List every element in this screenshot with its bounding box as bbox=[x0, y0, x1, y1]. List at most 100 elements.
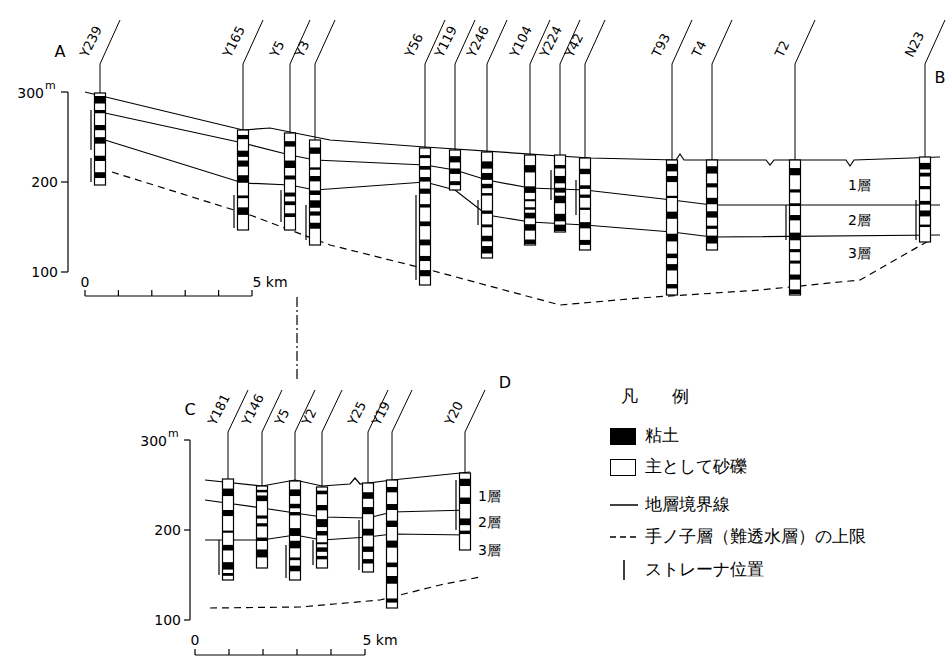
clay-band bbox=[667, 196, 678, 198]
clay-band bbox=[387, 504, 398, 510]
well-column bbox=[450, 150, 461, 190]
clay-band bbox=[223, 573, 234, 576]
clay-band bbox=[95, 137, 106, 144]
legend-dash-sample bbox=[610, 536, 638, 538]
strainer-mark bbox=[233, 195, 234, 228]
clay-band bbox=[290, 566, 301, 572]
scale-tick bbox=[251, 290, 252, 296]
layer-label: 3層 bbox=[478, 542, 501, 558]
clay-band bbox=[707, 236, 718, 244]
clay-band bbox=[555, 176, 566, 183]
legend-text: 地層境界線 bbox=[645, 495, 730, 515]
clay-band bbox=[257, 495, 268, 501]
scale-label: 5 km bbox=[252, 274, 287, 290]
well-leader bbox=[315, 20, 335, 140]
well-name: Y181 bbox=[206, 392, 234, 428]
clay-band bbox=[555, 188, 566, 193]
clay-band bbox=[790, 168, 801, 175]
clay-band bbox=[790, 233, 801, 241]
clay-band bbox=[317, 505, 328, 510]
scale-label: 0 bbox=[191, 632, 200, 648]
clay-band bbox=[285, 201, 296, 205]
clay-band bbox=[317, 491, 328, 495]
ground-surface bbox=[85, 92, 940, 166]
well-column bbox=[460, 473, 471, 550]
strainer-mark bbox=[550, 170, 551, 200]
well-column bbox=[790, 160, 801, 295]
clay-band bbox=[420, 270, 431, 276]
strainer-mark bbox=[785, 205, 786, 240]
scale-label: 0 bbox=[81, 274, 90, 290]
well-name: Y20 bbox=[443, 399, 467, 428]
ground-surface bbox=[205, 472, 470, 486]
strainer-mark bbox=[915, 200, 916, 240]
scale-tick bbox=[194, 649, 195, 655]
clay-band bbox=[223, 510, 234, 516]
clay-band bbox=[223, 531, 234, 533]
well-column bbox=[525, 155, 536, 245]
layer-label: 2層 bbox=[848, 212, 871, 228]
layer-label: 1層 bbox=[848, 177, 871, 193]
clay-band bbox=[363, 546, 374, 551]
layer-boundary bbox=[105, 113, 940, 205]
layer-label: 3層 bbox=[848, 245, 871, 261]
well-leader bbox=[712, 20, 732, 160]
clay-band bbox=[387, 541, 398, 548]
clay-band bbox=[790, 249, 801, 252]
clay-band bbox=[257, 538, 268, 541]
well-column bbox=[310, 140, 321, 245]
clay-band bbox=[420, 204, 431, 207]
strainer-mark bbox=[575, 180, 576, 215]
well-column bbox=[363, 483, 374, 572]
section-end-label: C bbox=[184, 401, 195, 419]
well-column bbox=[707, 160, 718, 250]
clay-band bbox=[285, 193, 296, 197]
axis-label: 200 bbox=[31, 174, 58, 190]
clay-band bbox=[420, 189, 431, 194]
well-name: Y19 bbox=[370, 399, 394, 428]
section-end-label: D bbox=[499, 374, 511, 392]
clay-band bbox=[525, 199, 536, 201]
clay-band bbox=[257, 549, 268, 557]
clay-band bbox=[482, 246, 493, 254]
clay-band bbox=[317, 542, 328, 544]
well-column bbox=[285, 133, 296, 230]
well-name: Y246 bbox=[465, 24, 493, 60]
well-leader bbox=[925, 20, 945, 157]
clay-band bbox=[290, 528, 301, 536]
well-leader bbox=[585, 20, 605, 158]
clay-band bbox=[290, 504, 301, 508]
clay-band bbox=[420, 240, 431, 246]
section-end-label: A bbox=[55, 43, 66, 61]
well-name: T2 bbox=[773, 39, 794, 60]
clay-band bbox=[310, 176, 321, 181]
legend-text: 主として砂礫 bbox=[645, 457, 747, 477]
strainer-mark bbox=[218, 540, 219, 575]
scale-tick bbox=[296, 649, 297, 655]
clay-band bbox=[555, 196, 566, 203]
clay-band bbox=[790, 203, 801, 206]
well-leader bbox=[243, 20, 263, 130]
scale-tick bbox=[118, 290, 119, 296]
clay-band bbox=[285, 175, 296, 179]
clay-band bbox=[238, 175, 249, 183]
clay-band bbox=[317, 519, 328, 527]
clay-band bbox=[555, 214, 566, 222]
clay-band bbox=[580, 222, 591, 228]
legend-strainer-sample bbox=[623, 560, 625, 580]
well-name: Y5 bbox=[268, 39, 289, 60]
legend-text: 手ノ子層（難透水層）の上限 bbox=[645, 527, 866, 547]
clay-band bbox=[920, 173, 931, 177]
clay-band bbox=[257, 523, 268, 526]
clay-band bbox=[525, 207, 536, 209]
well-name: Y239 bbox=[78, 24, 106, 60]
clay-band bbox=[580, 169, 591, 174]
axis-tick bbox=[61, 181, 68, 182]
well-leader bbox=[487, 20, 507, 152]
clay-band bbox=[238, 151, 249, 157]
clay-band bbox=[790, 215, 801, 220]
well-name: Y165 bbox=[221, 24, 249, 60]
clay-band bbox=[482, 173, 493, 180]
clay-band bbox=[555, 165, 566, 168]
